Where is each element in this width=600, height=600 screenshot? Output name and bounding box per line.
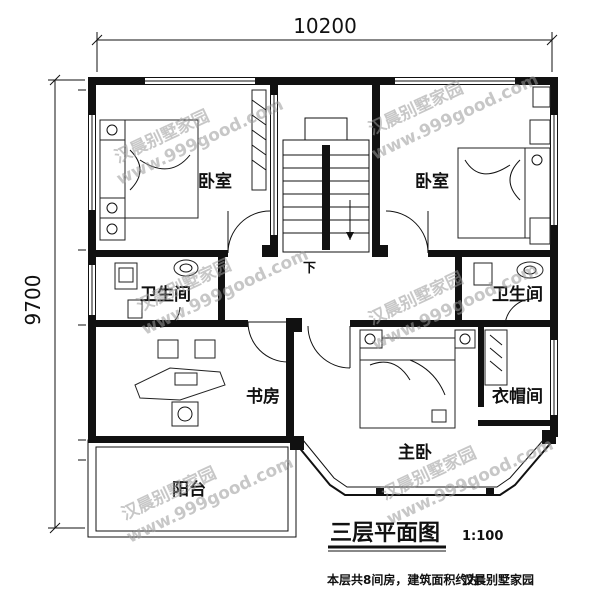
stair-direction-label: 下 (303, 261, 316, 276)
balcony: 阳台 (87, 439, 297, 538)
room-label-bath-left: 卫生间 (140, 284, 191, 305)
left-bath-fixtures: 卫生间 (114, 259, 199, 319)
title-block: 三层平面图 1:100 本层共8间房，建筑面积约为： 汉晨别墅家园 (327, 521, 534, 587)
footer-note: 本层共8间房，建筑面积约为： (327, 572, 491, 587)
footer-watermark: 汉晨别墅家园 (462, 572, 534, 587)
bay-window (290, 430, 556, 496)
plan-scale: 1:100 (462, 529, 503, 544)
closet-furniture: 衣帽间 (484, 329, 543, 407)
staircase: 下 (282, 117, 370, 276)
dimension-left: 9700 (21, 74, 86, 534)
right-bedroom-furniture: 卧室 (415, 86, 551, 245)
interior-walls (88, 77, 558, 440)
plan-title: 三层平面图 (330, 521, 440, 546)
door-swings (159, 210, 534, 369)
dimension-top: 10200 (91, 14, 558, 72)
room-label-bedroom-left: 卧室 (198, 171, 232, 192)
right-bath-fixtures: 卫生间 (473, 261, 544, 305)
width-dimension: 10200 (293, 14, 357, 38)
left-bedroom-furniture: 卧室 (99, 89, 267, 241)
room-label-closet: 衣帽间 (492, 386, 543, 407)
master-bedroom-furniture: 主卧 (359, 329, 476, 463)
height-dimension: 9700 (21, 275, 45, 326)
room-label-bath-right: 卫生间 (492, 284, 543, 305)
room-label-master: 主卧 (398, 442, 432, 463)
room-label-bedroom-right: 卧室 (415, 171, 449, 192)
room-label-balcony: 阳台 (172, 479, 206, 500)
room-label-study: 书房 (246, 386, 280, 407)
study-furniture: 书房 (134, 339, 280, 427)
watermark-group: 汉晨别墅家园 www.999good.com 汉晨别墅家园 www.999goo… (111, 70, 556, 548)
